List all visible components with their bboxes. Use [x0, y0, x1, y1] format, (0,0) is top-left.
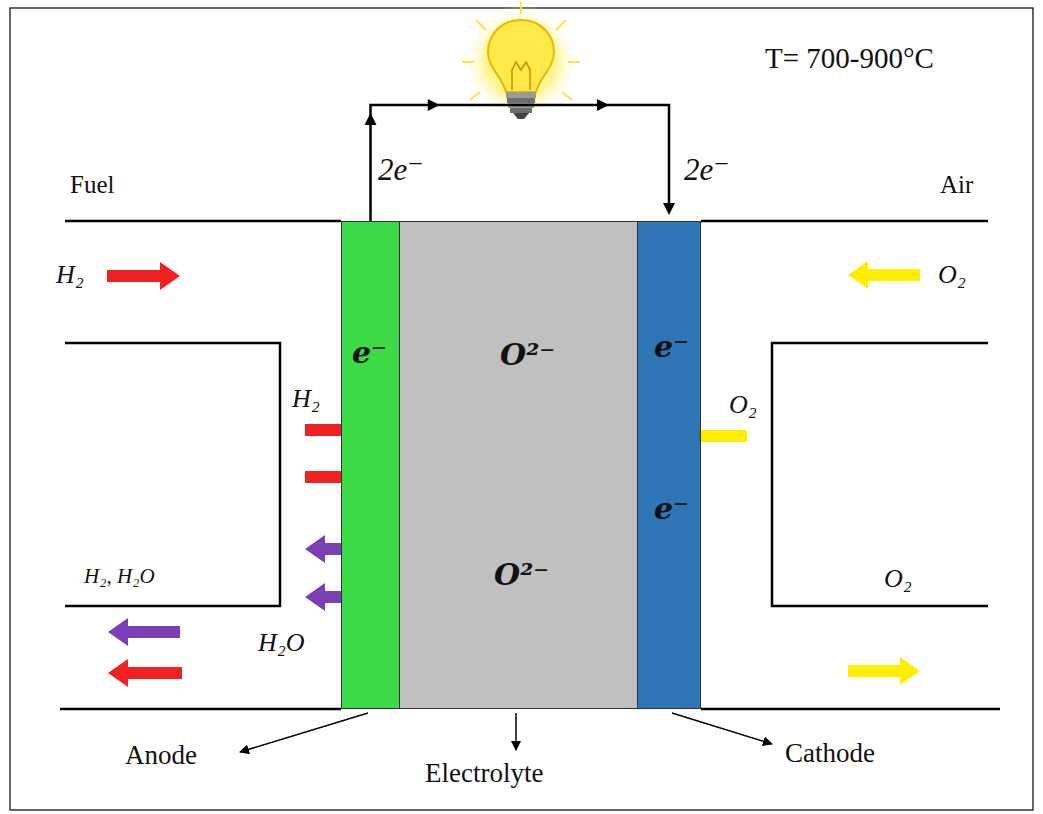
text-label: H₂O	[258, 630, 305, 656]
leader-lines	[240, 713, 772, 752]
text-label: 2e⁻	[378, 154, 424, 185]
text-label: Cathode	[785, 740, 875, 767]
text-label: Electrolyte	[425, 760, 543, 787]
text-label: H₂	[56, 262, 84, 288]
charge-label: e⁻	[654, 332, 689, 362]
text-label: T= 700-900°C	[765, 44, 934, 73]
charge-label: O²⁻	[500, 340, 555, 370]
anode-layer: e⁻	[341, 221, 400, 709]
text-label: O₂	[884, 566, 912, 592]
text-label: Air	[940, 172, 973, 197]
air-channel	[701, 221, 1000, 709]
text-label: 2e⁻	[684, 154, 730, 185]
text-label: H₂, H₂O	[84, 566, 155, 587]
text-label: Anode	[125, 742, 197, 769]
cathode-layer: e⁻ e⁻	[637, 221, 701, 709]
light-bulb	[462, 2, 580, 120]
external-circuit-wire	[365, 99, 676, 221]
charge-label: e⁻	[352, 338, 387, 368]
fuel-channel	[60, 221, 341, 709]
electrolyte-layer: O²⁻ O²⁻	[399, 221, 638, 709]
frame	[10, 8, 1033, 810]
text-label: H₂	[292, 386, 320, 412]
charge-label: O²⁻	[494, 560, 549, 590]
text-label: O₂	[938, 262, 966, 288]
text-label: Fuel	[70, 172, 114, 197]
text-label: O₂	[729, 392, 757, 418]
charge-label: e⁻	[654, 494, 689, 524]
